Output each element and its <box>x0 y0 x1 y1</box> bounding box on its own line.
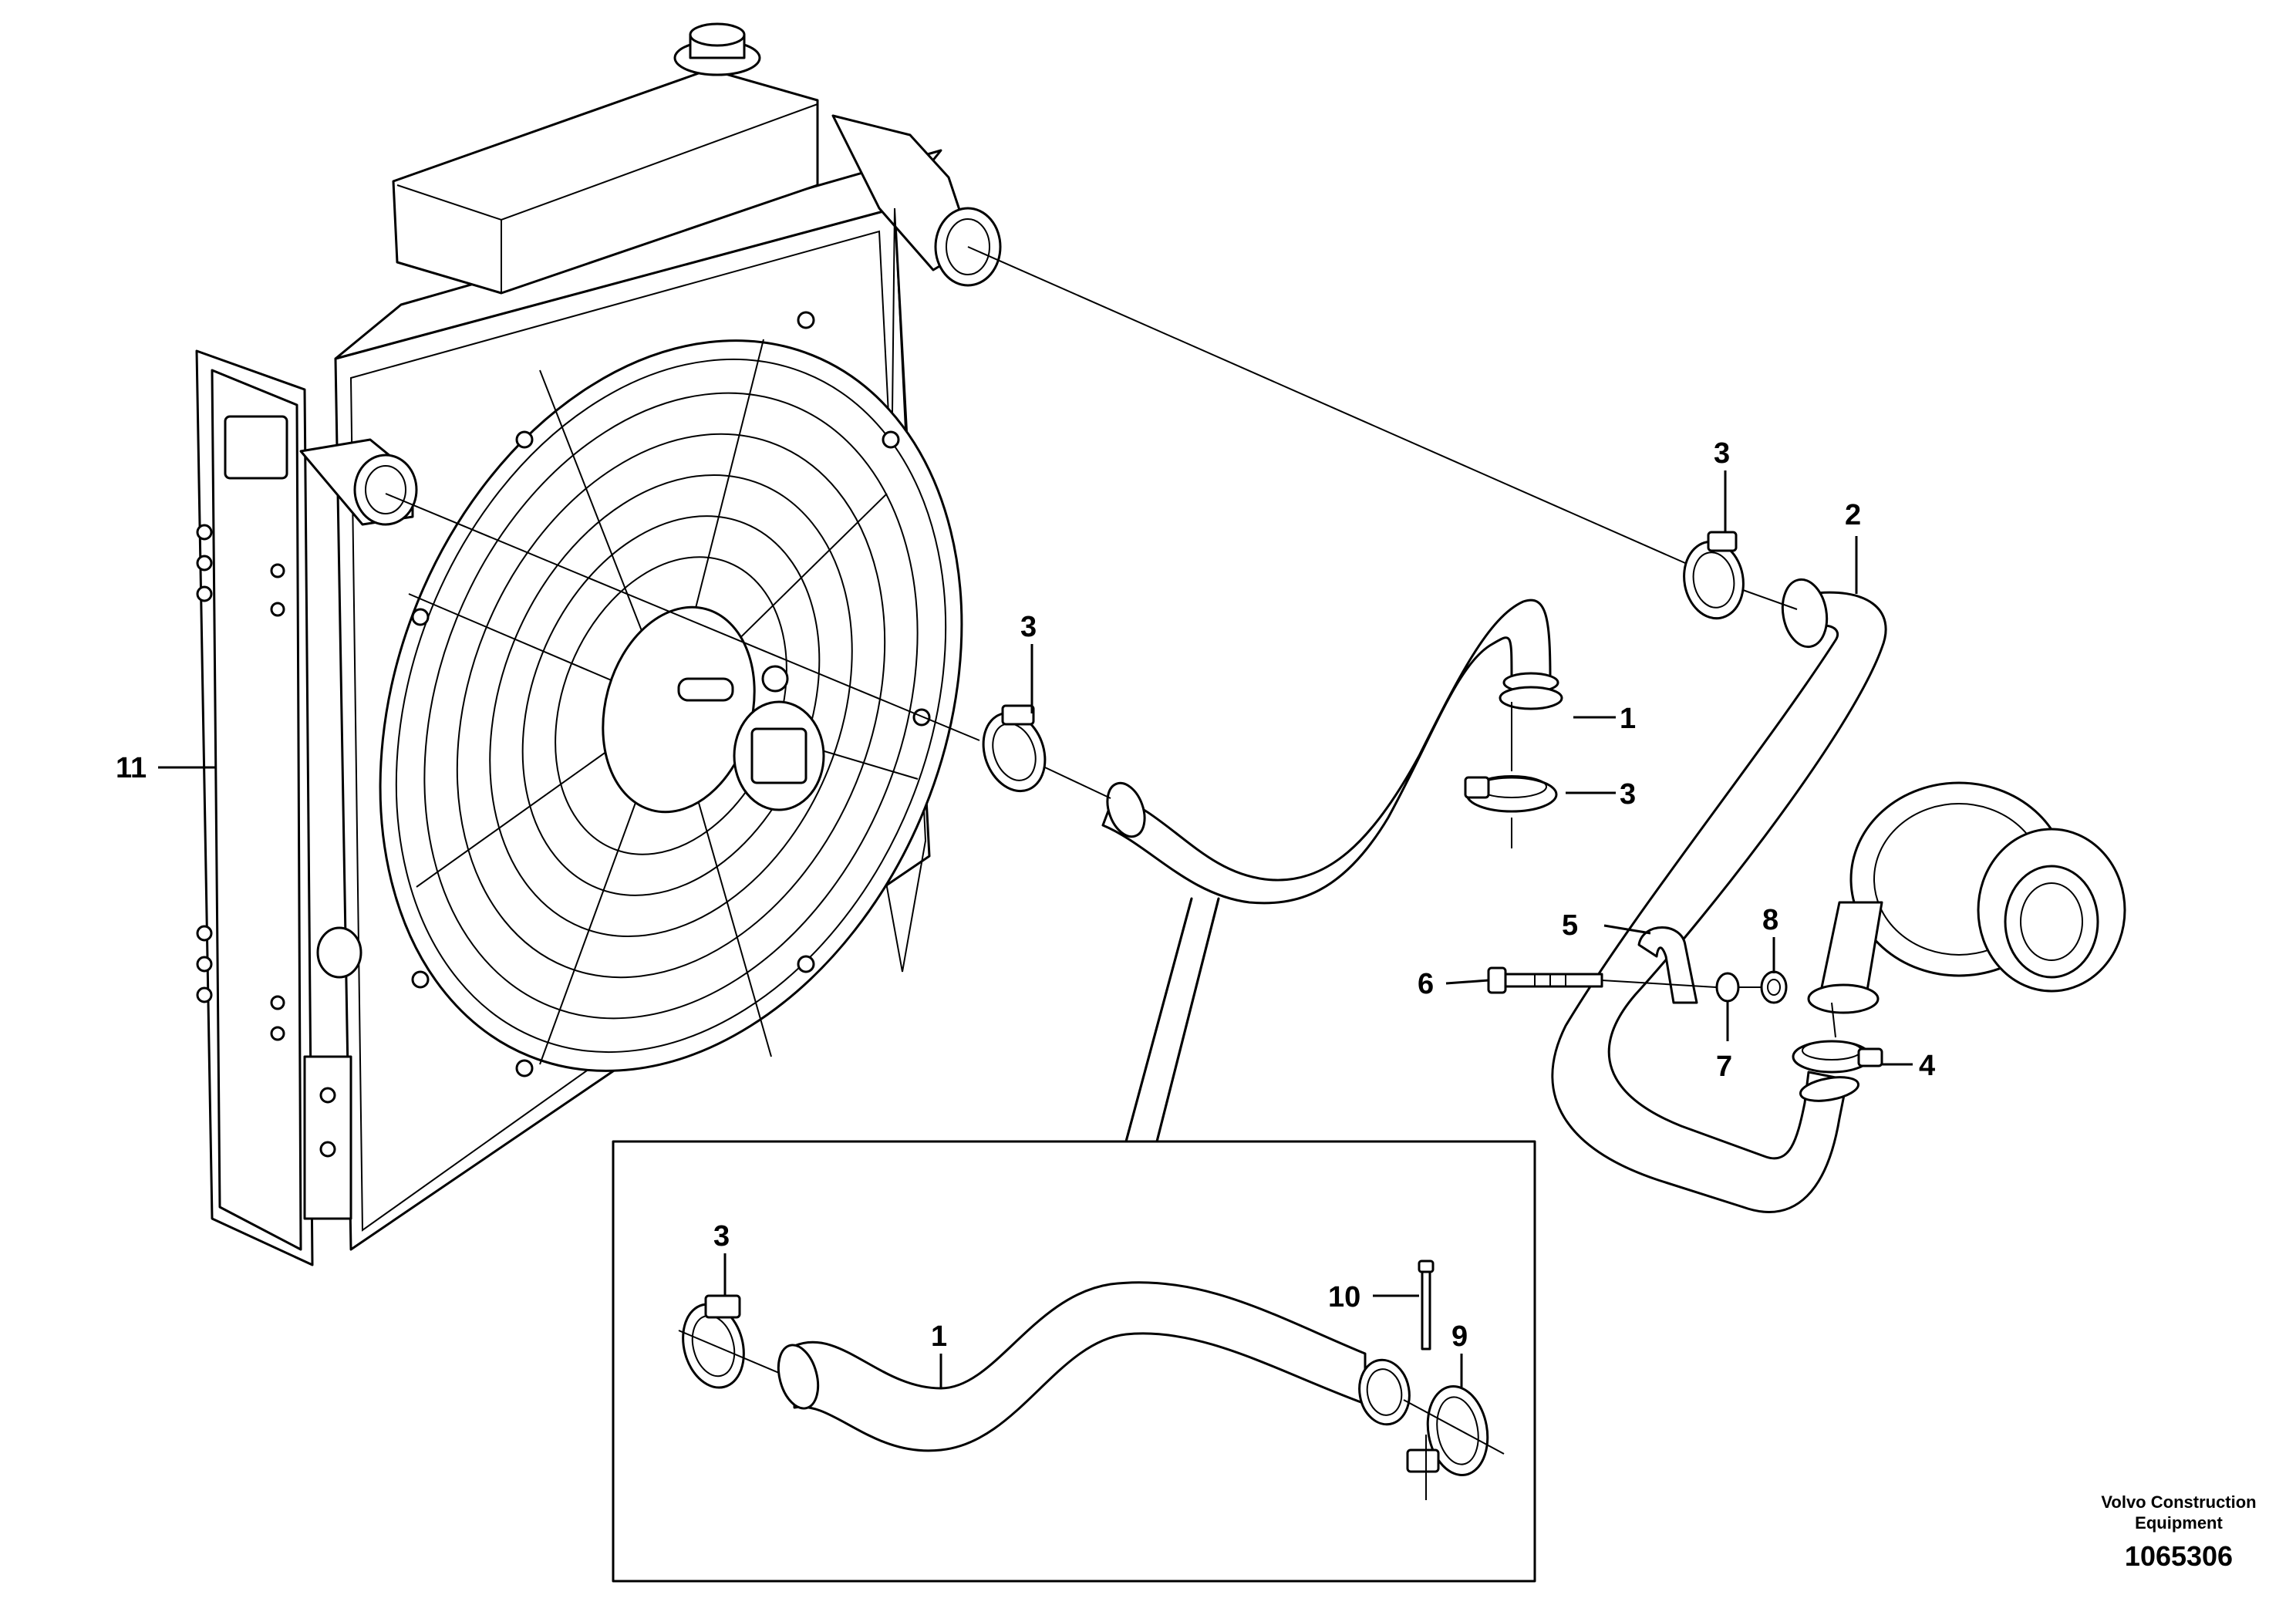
brand-line-1: Volvo Construction <box>2101 1492 2256 1512</box>
hose-part-1 <box>1101 599 1563 905</box>
callout-leaders <box>158 470 1913 1388</box>
clamp-part-4 <box>1792 1040 1883 1074</box>
clamp-part-5 <box>1637 926 1698 1004</box>
washer-part-7 <box>1715 972 1740 1003</box>
callout-9: 9 <box>1451 1320 1468 1353</box>
callout-labels: 11 3 3 2 1 3 5 6 8 7 4 3 1 10 9 <box>116 437 1935 1353</box>
clamp-part-3-mid <box>1464 775 1558 813</box>
callout-1-inset: 1 <box>931 1320 947 1353</box>
callout-3-upper-clamp: 3 <box>1714 437 1730 470</box>
bolt-part-6 <box>1487 966 1603 994</box>
callout-7: 7 <box>1716 1050 1732 1083</box>
bracket-bolts <box>196 524 285 1041</box>
clamp-part-3-fan <box>982 704 1047 793</box>
callout-8: 8 <box>1762 904 1778 936</box>
callout-2: 2 <box>1845 499 1861 531</box>
callout-3-mid-clamp: 3 <box>1620 778 1636 811</box>
detail-inset <box>612 897 1536 1583</box>
callout-1-main: 1 <box>1620 703 1636 735</box>
brand-line-2: Equipment <box>2135 1513 2223 1533</box>
callout-10: 10 <box>1328 1281 1360 1313</box>
connection-lines <box>385 246 1836 1038</box>
cooling-fan <box>379 311 963 1077</box>
nut-part-8 <box>1760 970 1788 1004</box>
clamp-part-3-upper <box>1683 531 1745 620</box>
callout-4: 4 <box>1919 1050 1935 1082</box>
callout-3-inset: 3 <box>713 1220 730 1253</box>
filler-cap <box>673 22 761 76</box>
drawing-number: 1065306 <box>2125 1540 2233 1572</box>
callout-6: 6 <box>1418 968 1434 1000</box>
callout-5: 5 <box>1562 909 1578 942</box>
hose-part-2 <box>1551 578 1887 1213</box>
turbocharger <box>1807 781 2126 1014</box>
drawing-footer: Volvo Construction Equipment 1065306 <box>2101 1492 2256 1572</box>
callout-11: 11 <box>116 752 147 784</box>
callout-3-fan-clamp: 3 <box>1020 611 1037 643</box>
